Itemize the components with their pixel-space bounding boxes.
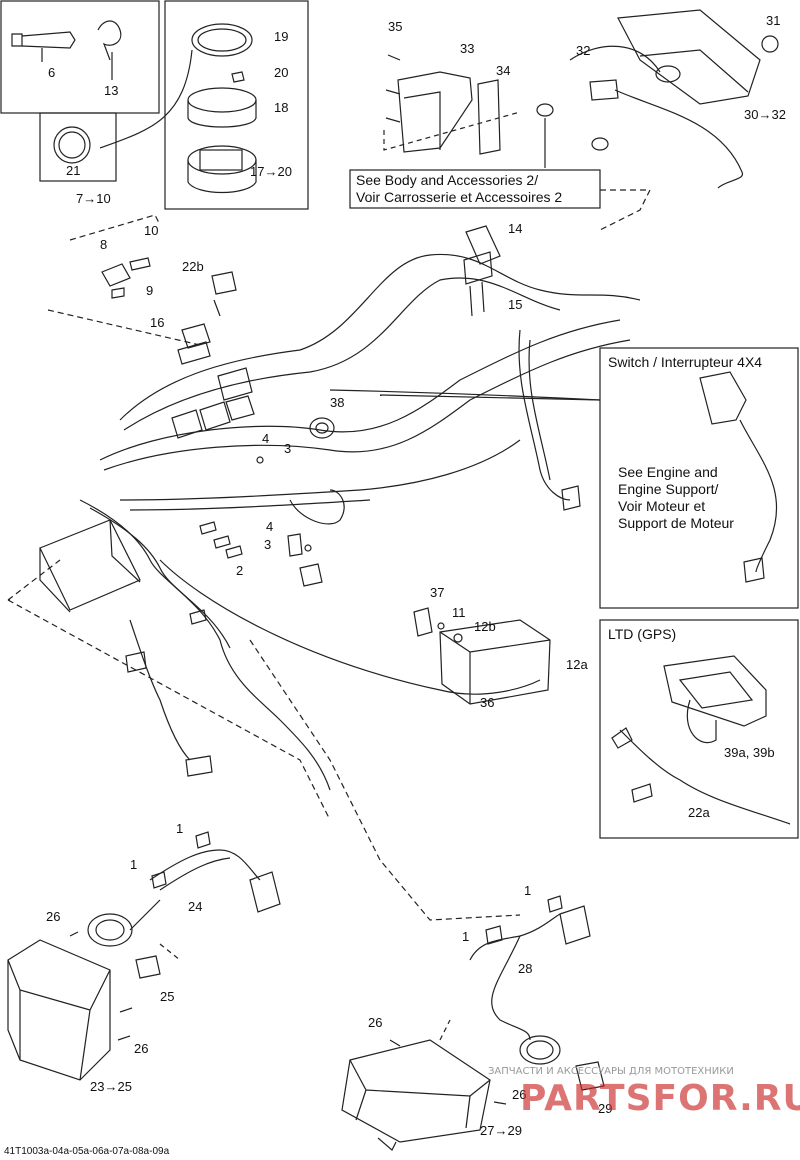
label-part-21: 21 [66, 163, 81, 178]
label-part-23-25: 23→25 [90, 1079, 132, 1094]
label-part-7-10: 7→10 [76, 191, 111, 206]
label-part-26a: 26 [46, 909, 61, 924]
label-part-34: 34 [496, 63, 511, 78]
label-part-37: 37 [430, 585, 445, 600]
label-part-32: 32 [576, 43, 591, 58]
label-part-14: 14 [508, 221, 523, 236]
label-part-11: 11 [452, 605, 466, 620]
callout-engine-line-4: Support de Moteur [618, 515, 734, 531]
label-part-35: 35 [388, 19, 403, 34]
callout-engine-line-3: Voir Moteur et [618, 498, 706, 514]
label-part-30-32: 30→32 [744, 107, 786, 122]
label-part-28: 28 [518, 961, 533, 976]
callout-engine-text: See Engine and Engine Support/ Voir Mote… [618, 464, 734, 532]
callout-engine-line-2: Engine Support/ [618, 481, 719, 497]
label-part-17-20: 17→20 [250, 164, 292, 179]
inset-box-logo [39, 112, 117, 182]
label-part-8: 8 [100, 237, 108, 252]
label-part-4a: 4 [262, 431, 270, 446]
label-part-31: 31 [766, 13, 781, 28]
label-part-1b: 1 [130, 857, 138, 872]
label-part-2: 2 [236, 563, 244, 578]
label-part-22a: 22a [688, 805, 710, 820]
drawing-code: 41T1003a-04a-05a-06a-07a-08a-09a [4, 1146, 170, 1157]
switch-4x4-title: Switch / Interrupteur 4X4 [608, 354, 763, 370]
label-part-15: 15 [508, 297, 523, 312]
label-part-3a: 3 [284, 441, 292, 456]
label-part-18: 18 [274, 100, 289, 115]
label-part-24: 24 [188, 899, 203, 914]
gps-title: LTD (GPS) [608, 626, 677, 642]
label-part-1c: 1 [524, 883, 532, 898]
callout-engine-line-1: See Engine and [618, 464, 718, 480]
label-part-4b: 4 [266, 519, 274, 534]
callout-body-line-1: See Body and Accessories 2/ [356, 172, 539, 188]
label-part-33: 33 [460, 41, 475, 56]
label-part-6: 6 [48, 65, 56, 80]
label-part-1a: 1 [176, 821, 184, 836]
label-part-3b: 3 [264, 537, 272, 552]
label-part-13: 13 [104, 83, 119, 98]
label-part-12a: 12a [566, 657, 588, 672]
label-part-12b: 12b [474, 619, 496, 634]
callout-body-line-2: Voir Carrosserie et Accessoires 2 [356, 189, 563, 205]
label-part-26c: 26 [368, 1015, 383, 1030]
watermark-brand: PARTSFOR.RU [520, 1078, 800, 1119]
label-part-19: 19 [274, 29, 289, 44]
label-part-20: 20 [274, 65, 289, 80]
callout-body-text: See Body and Accessories 2/ Voir Carross… [356, 172, 562, 206]
label-part-25: 25 [160, 989, 175, 1004]
inset-box-sealant-tie [0, 0, 160, 114]
label-part-26d: 26 [512, 1087, 527, 1102]
label-part-27-29: 27→29 [480, 1123, 522, 1138]
watermark-small-text: ЗАПЧАСТИ И АКСЕССУАРЫ ДЛЯ МОТОТЕХНИКИ [488, 1066, 734, 1077]
label-part-22b: 22b [182, 259, 204, 274]
label-part-29: 29 [598, 1101, 613, 1116]
label-part-10: 10 [144, 223, 159, 238]
label-part-36: 36 [480, 695, 495, 710]
label-part-38: 38 [330, 395, 345, 410]
callout-box-body [349, 169, 601, 209]
inset-box-gauge [164, 0, 309, 210]
switch-4x4-box [599, 347, 799, 609]
gps-box [599, 619, 799, 839]
label-part-39: 39a, 39b [724, 745, 775, 760]
label-part-1d: 1 [462, 929, 470, 944]
label-part-16: 16 [150, 315, 165, 330]
label-part-26b: 26 [134, 1041, 149, 1056]
label-part-9: 9 [146, 283, 154, 298]
